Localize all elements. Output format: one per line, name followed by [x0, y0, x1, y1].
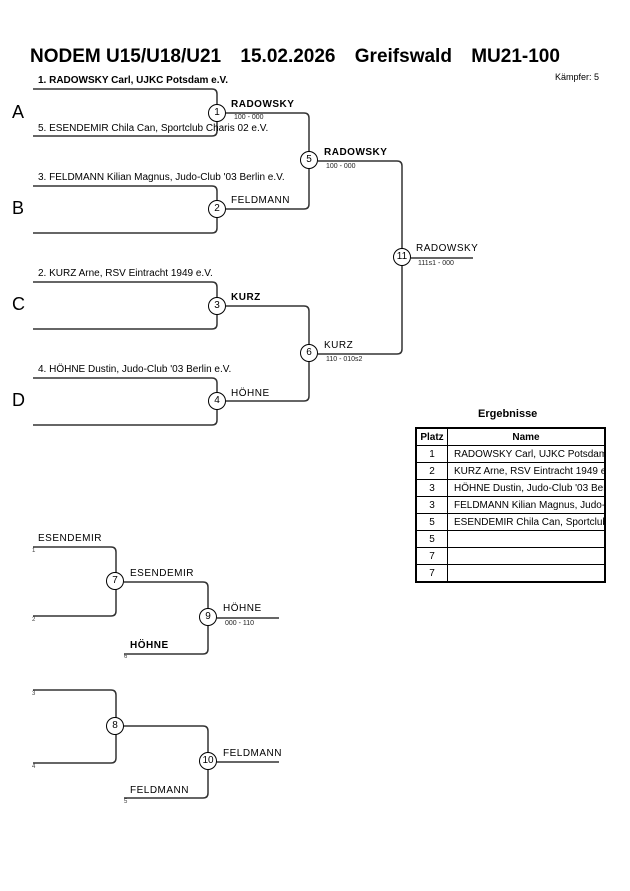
row-name — [447, 530, 606, 548]
line-bout4 — [33, 377, 218, 426]
line-bout6-out — [318, 258, 403, 355]
row-name: RADOWSKY Carl, UJKC Potsdam e.V. — [447, 445, 606, 463]
bout-2-marker[interactable]: 2 — [208, 200, 226, 218]
bout-7-marker[interactable]: 7 — [106, 572, 124, 590]
entrant-5: 5. ESENDEMIR Chila Can, Sportclub Charis… — [38, 123, 269, 134]
pool-label-a: A — [12, 102, 25, 122]
row-place: 5 — [415, 513, 448, 531]
bout-5-score: 100 - 000 — [326, 163, 356, 170]
line-bout3-out — [226, 305, 310, 353]
bout-1-winner: RADOWSKY — [231, 99, 295, 110]
entrant-2: 2. KURZ Arne, RSV Eintracht 1949 e.V. — [38, 268, 213, 279]
row-place: 7 — [415, 564, 448, 583]
bout-1-marker[interactable]: 1 — [208, 104, 226, 122]
bout-2-winner: FELDMANN — [231, 195, 291, 206]
header-place: Platz — [415, 427, 448, 446]
table-row: 7 — [415, 564, 606, 583]
event-location: Greifswald — [354, 46, 452, 67]
row-name — [447, 547, 606, 565]
line-bout8-out — [124, 725, 209, 757]
bout-6-marker[interactable]: 6 — [300, 344, 318, 362]
line-bout3 — [33, 281, 218, 330]
bout-9-marker[interactable]: 9 — [199, 608, 217, 626]
weight-category: MU21-100 — [471, 46, 560, 67]
bout-7-winner: ESENDEMIR — [130, 568, 194, 579]
bout-4-marker[interactable]: 4 — [208, 392, 226, 410]
bout-8-marker[interactable]: 8 — [106, 717, 124, 735]
repechage-seed-4: 4 — [32, 764, 36, 770]
bout-10-marker[interactable]: 10 — [199, 752, 217, 770]
line-bout1-out — [226, 112, 310, 160]
repechage-seed-6: 6 — [124, 654, 128, 660]
bout-4-winner: HÖHNE — [231, 388, 270, 399]
pool-label-c: C — [12, 294, 25, 314]
row-name: FELDMANN Kilian Magnus, Judo-Club '03 Be… — [447, 496, 606, 514]
line-bout8 — [33, 689, 117, 764]
line-bout10-in — [124, 767, 209, 799]
row-place: 3 — [415, 479, 448, 497]
fighter-count: Kämpfer: 5 — [554, 72, 599, 82]
page-title: NODEM U15/U18/U21 15.02.2026 Greifswald … — [30, 46, 574, 68]
line-bout2-out — [226, 160, 310, 210]
bout-3-winner: KURZ — [231, 292, 261, 303]
line-bout7-out — [124, 581, 209, 613]
event-date: 15.02.2026 — [240, 46, 336, 67]
results-header-row: Platz Name — [415, 427, 606, 446]
row-place: 7 — [415, 547, 448, 565]
entrant-4: 4. HÖHNE Dustin, Judo-Club '03 Berlin e.… — [38, 364, 232, 375]
row-place: 1 — [415, 445, 448, 463]
bout-3-marker[interactable]: 3 — [208, 297, 226, 315]
table-row: 7 — [415, 547, 606, 565]
bout-6-score: 110 - 010s2 — [326, 356, 363, 363]
repechage-seed-2: 2 — [32, 617, 36, 623]
line-bout4-out — [226, 353, 310, 402]
row-name: KURZ Arne, RSV Eintracht 1949 e.V. — [447, 462, 606, 480]
line-bout5-out — [318, 160, 403, 258]
event-name: NODEM U15/U18/U21 — [30, 46, 222, 67]
entrant-3: 3. FELDMANN Kilian Magnus, Judo-Club '03… — [38, 172, 285, 183]
row-place: 3 — [415, 496, 448, 514]
line-bout9-in — [124, 623, 209, 655]
repechage-seed-3: 3 — [32, 691, 36, 697]
pool-label-d: D — [12, 390, 25, 410]
header-name: Name — [447, 427, 606, 446]
row-place: 5 — [415, 530, 448, 548]
row-name — [447, 564, 606, 583]
row-place: 2 — [415, 462, 448, 480]
bout-6-winner: KURZ — [324, 340, 354, 351]
bout-9-winner: HÖHNE — [223, 603, 262, 614]
repechage-slot1-name: ESENDEMIR — [38, 533, 102, 544]
line-bout2 — [33, 185, 218, 234]
row-name: ESENDEMIR Chila Can, Sportclub Charis 02… — [447, 513, 606, 531]
row-name: HÖHNE Dustin, Judo-Club '03 Berlin e.V. — [447, 479, 606, 497]
bout-5-marker[interactable]: 5 — [300, 151, 318, 169]
repechage-slot6-name: HÖHNE — [130, 640, 169, 651]
bout-10-winner: FELDMANN — [223, 748, 283, 759]
results-title: Ergebnisse — [478, 408, 538, 420]
pool-label-b: B — [12, 198, 25, 218]
bout-1-score: 100 - 000 — [234, 114, 264, 121]
repechage-seed-1: 1 — [32, 548, 36, 554]
final-winner: RADOWSKY — [416, 243, 479, 254]
bout-5-winner: RADOWSKY — [324, 147, 388, 158]
bout-9-score: 000 - 110 — [225, 620, 255, 627]
bout-11-marker[interactable]: 11 — [393, 248, 411, 266]
repechage-seed-5: 5 — [124, 799, 128, 805]
repechage-slot5-name: FELDMANN — [130, 785, 190, 796]
table-row: 5 — [415, 530, 606, 548]
entrant-1: 1. RADOWSKY Carl, UJKC Potsdam e.V. — [38, 75, 229, 86]
final-score: 111s1 - 000 — [418, 260, 454, 267]
line-bout7 — [33, 546, 117, 617]
